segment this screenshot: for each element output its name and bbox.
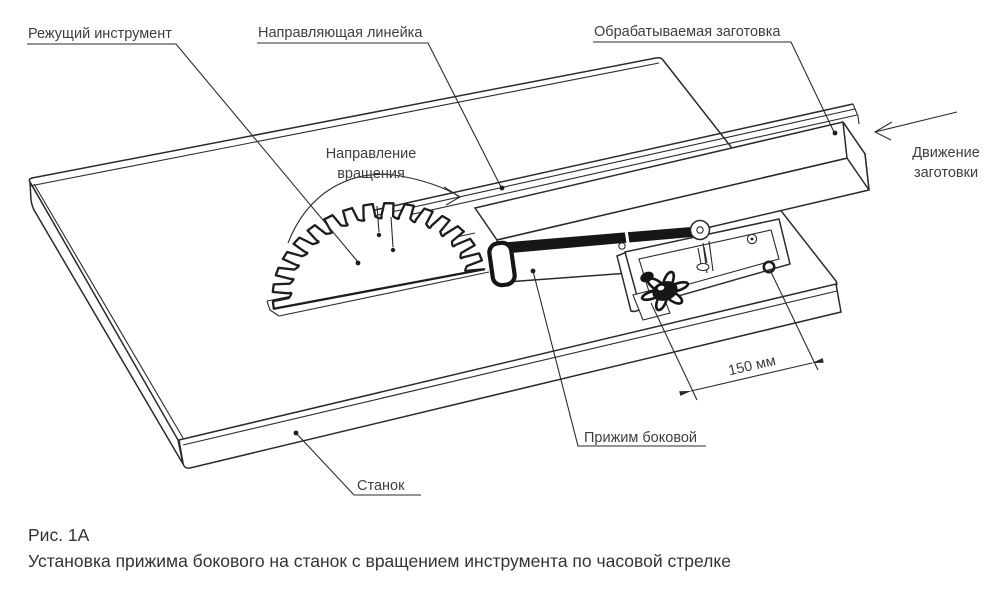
clamp-end-bumper	[487, 240, 517, 288]
saw-blade	[271, 202, 486, 310]
table-left-face	[29, 181, 184, 465]
bracket-screw-hole-2	[762, 260, 776, 274]
motion-label-line2: заготовки	[914, 165, 978, 181]
clamp-pivot-pin-foot	[696, 262, 710, 272]
leader-guide-fence-dot	[499, 185, 505, 191]
blade-tooth-mark-2-dot	[390, 247, 396, 253]
label-guide-fence: Направляющая линейка	[258, 25, 423, 41]
saw-blade-teeth	[271, 202, 486, 310]
leader-machine-dot	[293, 430, 299, 436]
workpiece-right-end-face	[842, 121, 870, 191]
caption-number: Рис. 1А	[28, 525, 90, 545]
rotation-label-line1: Направление	[326, 146, 417, 162]
clamp-pivot-pin	[697, 246, 708, 265]
fence-front-top-edge	[372, 114, 858, 224]
rotation-label-line2: вращения	[337, 166, 405, 182]
leader-workpiece	[593, 41, 835, 133]
fence-top-rear-edge	[365, 103, 854, 213]
leader-side-clamp-dot	[530, 268, 536, 274]
leader-machine	[295, 432, 421, 496]
knob-bolt-end	[640, 271, 654, 283]
blade-tooth-mark-2	[390, 216, 394, 248]
label-workpiece: Обрабатываемая заготовка	[594, 24, 781, 40]
clamp-pivot-tab	[689, 219, 711, 241]
leader-cutting-tool-dot	[355, 260, 361, 266]
motion-label-line1: Движение	[912, 145, 980, 161]
label-cutting-tool: Режущий инструмент	[28, 26, 172, 42]
clamp-pressure-strip	[497, 227, 692, 254]
knob-center-highlight	[657, 285, 665, 291]
fence-top-front-edge	[368, 108, 856, 218]
dimension-line	[679, 358, 824, 396]
motion-arrow-line	[874, 111, 958, 133]
figure-caption: Рис. 1А Установка прижима бокового на ст…	[28, 525, 731, 571]
label-machine: Станок	[357, 478, 405, 494]
dimension-value: 150 мм	[727, 353, 778, 379]
label-side-clamp: Прижим боковой	[584, 430, 697, 446]
clamp-bracket-inner	[638, 229, 780, 296]
leader-side-clamp	[532, 270, 706, 447]
leader-guide-fence	[257, 42, 502, 188]
blade-tooth-mark-1	[376, 205, 380, 233]
leader-cutting-tool	[27, 43, 359, 263]
side-clamp	[487, 218, 791, 321]
clamp-strip-joint	[624, 229, 630, 244]
rotation-arc	[287, 173, 461, 244]
bracket-screw-hole-1	[746, 233, 758, 245]
table-edge-highlight-front	[182, 290, 838, 446]
rotation-arc-arrowhead	[443, 186, 462, 206]
bracket-screw-hole-1-dot	[750, 237, 754, 241]
clamp-pivot-hole	[696, 226, 704, 234]
fence-right-end	[852, 103, 860, 125]
table-edge-highlight-left	[33, 183, 184, 439]
clamp-beam-screw	[618, 242, 626, 250]
leader-workpiece-dot	[832, 130, 838, 136]
guide-fence	[365, 103, 860, 255]
workpiece-motion: Движение заготовки	[873, 111, 980, 181]
extension-line-right	[770, 271, 819, 371]
blade-tooth-mark-1-dot	[376, 232, 382, 238]
table-edge-highlight-rear	[29, 62, 660, 187]
rotation-direction: Направление вращения	[287, 146, 462, 244]
motion-arrow-head	[873, 121, 893, 141]
callouts: Режущий инструмент Направляющая линейка …	[27, 24, 838, 496]
knob-center-boss	[652, 281, 678, 301]
slot-bottom-edge	[278, 271, 490, 317]
caption-text: Установка прижима бокового на станок с в…	[28, 551, 731, 571]
slot-left-end	[266, 300, 280, 317]
